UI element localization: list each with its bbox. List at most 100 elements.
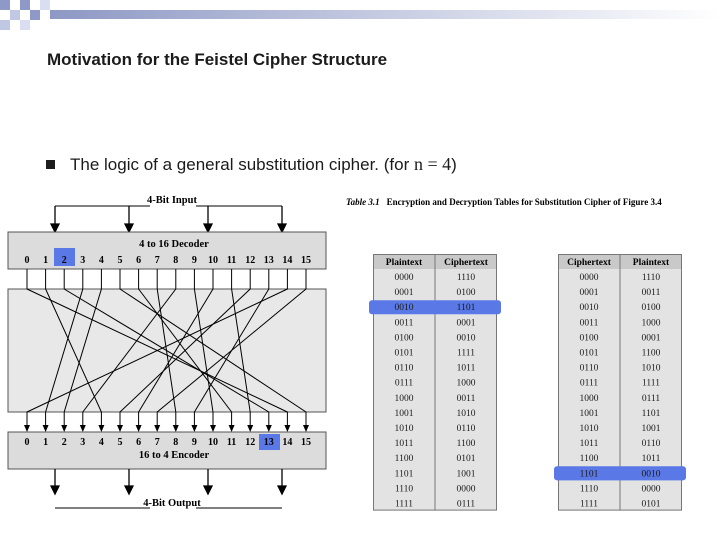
- table-caption-prefix: Table 3.1: [346, 197, 380, 207]
- table-cell: 0111: [457, 500, 476, 510]
- decoder-line-number: 11: [227, 255, 236, 266]
- table-cell: 0110: [457, 424, 476, 434]
- table-header: Ciphertext: [444, 258, 489, 268]
- table-cell: 1001: [642, 424, 661, 434]
- table-cell: 1011: [580, 439, 599, 449]
- output-label: 4-Bit Output: [143, 498, 201, 509]
- wire-arrowhead: [284, 425, 291, 432]
- table-cell: 1010: [395, 424, 414, 434]
- table-cell: 1100: [457, 439, 476, 449]
- table-cell: 1101: [642, 409, 661, 419]
- table-cell: 1110: [642, 273, 661, 283]
- table-cell: 1100: [580, 454, 599, 464]
- table-cell: 0110: [580, 364, 599, 374]
- encoder-line-number: 11: [227, 437, 236, 448]
- table-cell: 1111: [395, 500, 413, 510]
- bullet-text-before: The logic of a general substitution ciph…: [70, 155, 414, 174]
- bullet-math: n = 4: [413, 154, 452, 174]
- table-cell: 1110: [395, 484, 414, 494]
- permutation-wire: [26, 269, 288, 426]
- encoder-line-number: 10: [208, 437, 218, 448]
- table-cell: 0011: [642, 288, 661, 298]
- permutation-wire: [231, 269, 251, 426]
- square-bullet-icon: [46, 160, 55, 169]
- table-cell: 1000: [395, 394, 414, 404]
- encoder-line-number: 8: [173, 437, 178, 448]
- slide-title: Motivation for the Feistel Cipher Struct…: [47, 50, 388, 69]
- permutation-wire: [156, 269, 307, 426]
- encoder-line-number: 1: [43, 437, 48, 448]
- encryption-table: Plaintext Ciphertext 0000 1110 0001 0100 0010 1…: [369, 254, 501, 511]
- input-label: 4-Bit Input: [147, 195, 197, 206]
- table-cell: 1101: [395, 469, 414, 479]
- decoder-line-number: 5: [118, 255, 123, 266]
- table-cell: 1000: [642, 318, 661, 328]
- wire-arrowhead: [210, 425, 216, 432]
- wire-arrowhead: [303, 425, 309, 432]
- table-cell: 0001: [642, 333, 661, 343]
- table-cell: 1101: [580, 469, 599, 479]
- output-arrows: [49, 469, 288, 496]
- encoder-line-number: 3: [80, 437, 85, 448]
- table-cell: 0100: [395, 333, 414, 343]
- table-cell: 0011: [395, 318, 414, 328]
- table-cell: 0010: [580, 303, 599, 313]
- permutation-wires: [24, 269, 309, 432]
- decoder-line-number: 15: [301, 255, 311, 266]
- decoder-line-number: 8: [173, 255, 178, 266]
- wire-arrowhead: [42, 425, 49, 432]
- permutation-wire: [45, 269, 84, 426]
- table-cell: 1001: [580, 409, 599, 419]
- table-cell: 0111: [395, 379, 414, 389]
- permutation-wire: [156, 269, 177, 426]
- table-cell: 1100: [395, 454, 414, 464]
- table-header: Plaintext: [633, 258, 670, 268]
- decoder-line-number: 6: [136, 255, 141, 266]
- permutation-wire: [119, 269, 307, 426]
- wire-arrowhead: [61, 425, 68, 432]
- table-cell: 0101: [457, 454, 476, 464]
- table-cell: 1011: [395, 439, 414, 449]
- permutation-wire: [45, 269, 102, 426]
- encoder-line-number: 9: [192, 437, 197, 448]
- permutation-wire: [63, 269, 102, 426]
- table-cell: 1010: [457, 409, 476, 419]
- permutation-wire: [193, 269, 214, 426]
- table-cell: 0001: [395, 288, 414, 298]
- bullet-text-after: ): [451, 155, 457, 174]
- table-cell: 0111: [642, 394, 661, 404]
- decoder-line-number: 4: [99, 255, 104, 266]
- table-cell: 1000: [580, 394, 599, 404]
- wire-arrowhead: [228, 425, 235, 432]
- wire-arrowhead: [265, 425, 272, 432]
- wire-arrowhead: [154, 425, 161, 432]
- table-cell: 0000: [395, 273, 414, 283]
- table-cell: 0000: [580, 273, 599, 283]
- encoder-line-number: 5: [118, 437, 123, 448]
- table-cell: 0100: [580, 333, 599, 343]
- table-cell: 0101: [580, 349, 599, 359]
- decoder-line-number: 12: [245, 255, 255, 266]
- wire-arrowhead: [79, 425, 86, 432]
- table-cell: 1000: [457, 379, 476, 389]
- table-cell: 1001: [395, 409, 414, 419]
- decoder-line-number: 9: [192, 255, 197, 266]
- bullet-text: The logic of a general substitution ciph…: [70, 154, 457, 175]
- wire-arrowhead: [247, 425, 254, 432]
- table-cell: 0011: [457, 394, 476, 404]
- table-cell: 0110: [642, 439, 661, 449]
- table-cell: 0100: [457, 288, 476, 298]
- encoder-line-number: 2: [62, 437, 67, 448]
- table-cell: 0111: [580, 379, 599, 389]
- table-cell: 0010: [395, 303, 414, 313]
- permutation-wire: [119, 269, 251, 426]
- encoder-line-number: 0: [25, 437, 30, 448]
- wire-arrowhead: [24, 425, 30, 432]
- decoder-line-number: 13: [264, 255, 274, 266]
- table-row-highlight: [369, 300, 501, 315]
- table-header: Plaintext: [386, 258, 423, 268]
- table-cell: 1100: [642, 349, 661, 359]
